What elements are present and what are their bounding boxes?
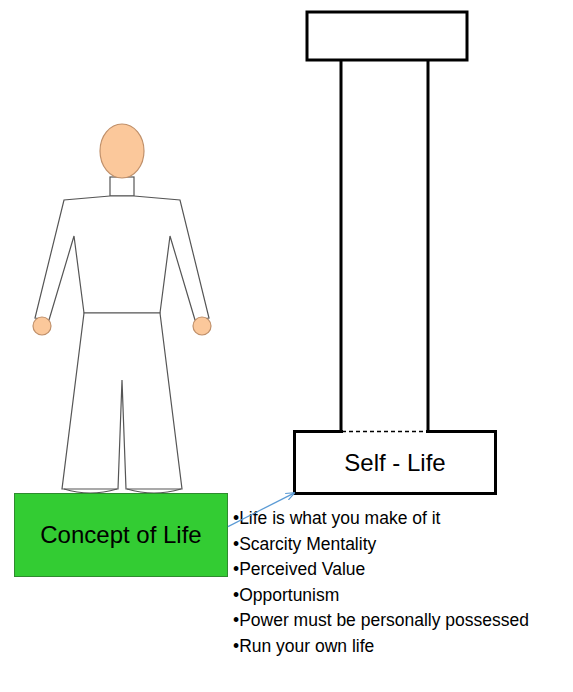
person-figure (33, 124, 211, 493)
pillar-base-box: Self - Life (293, 430, 497, 495)
concept-box: Concept of Life (14, 493, 228, 577)
figure-neck (110, 177, 134, 196)
bullet-item: •Perceived Value (233, 557, 529, 583)
figure-hand (193, 317, 211, 335)
pillar-shaft-edge (340, 60, 343, 431)
pillar-shape (307, 12, 467, 431)
bullet-item: •Run your own life (233, 634, 529, 660)
bullet-item: •Life is what you make of it (233, 506, 529, 532)
bullet-item: •Opportunism (233, 583, 529, 609)
bullet-item: •Power must be personally possessed (233, 608, 529, 634)
pillar-capital (307, 12, 467, 60)
node-label: Concept of Life (40, 521, 201, 549)
figure-pants (62, 313, 182, 489)
figure-head (100, 124, 144, 178)
bullet-item: •Scarcity Mentality (233, 532, 529, 558)
figure-hand (33, 317, 51, 335)
node-label: Self - Life (344, 449, 445, 477)
figure-shirt (35, 196, 209, 320)
bullet-list: •Life is what you make of it•Scarcity Me… (233, 506, 529, 660)
pillar-shaft-edge (427, 60, 430, 431)
